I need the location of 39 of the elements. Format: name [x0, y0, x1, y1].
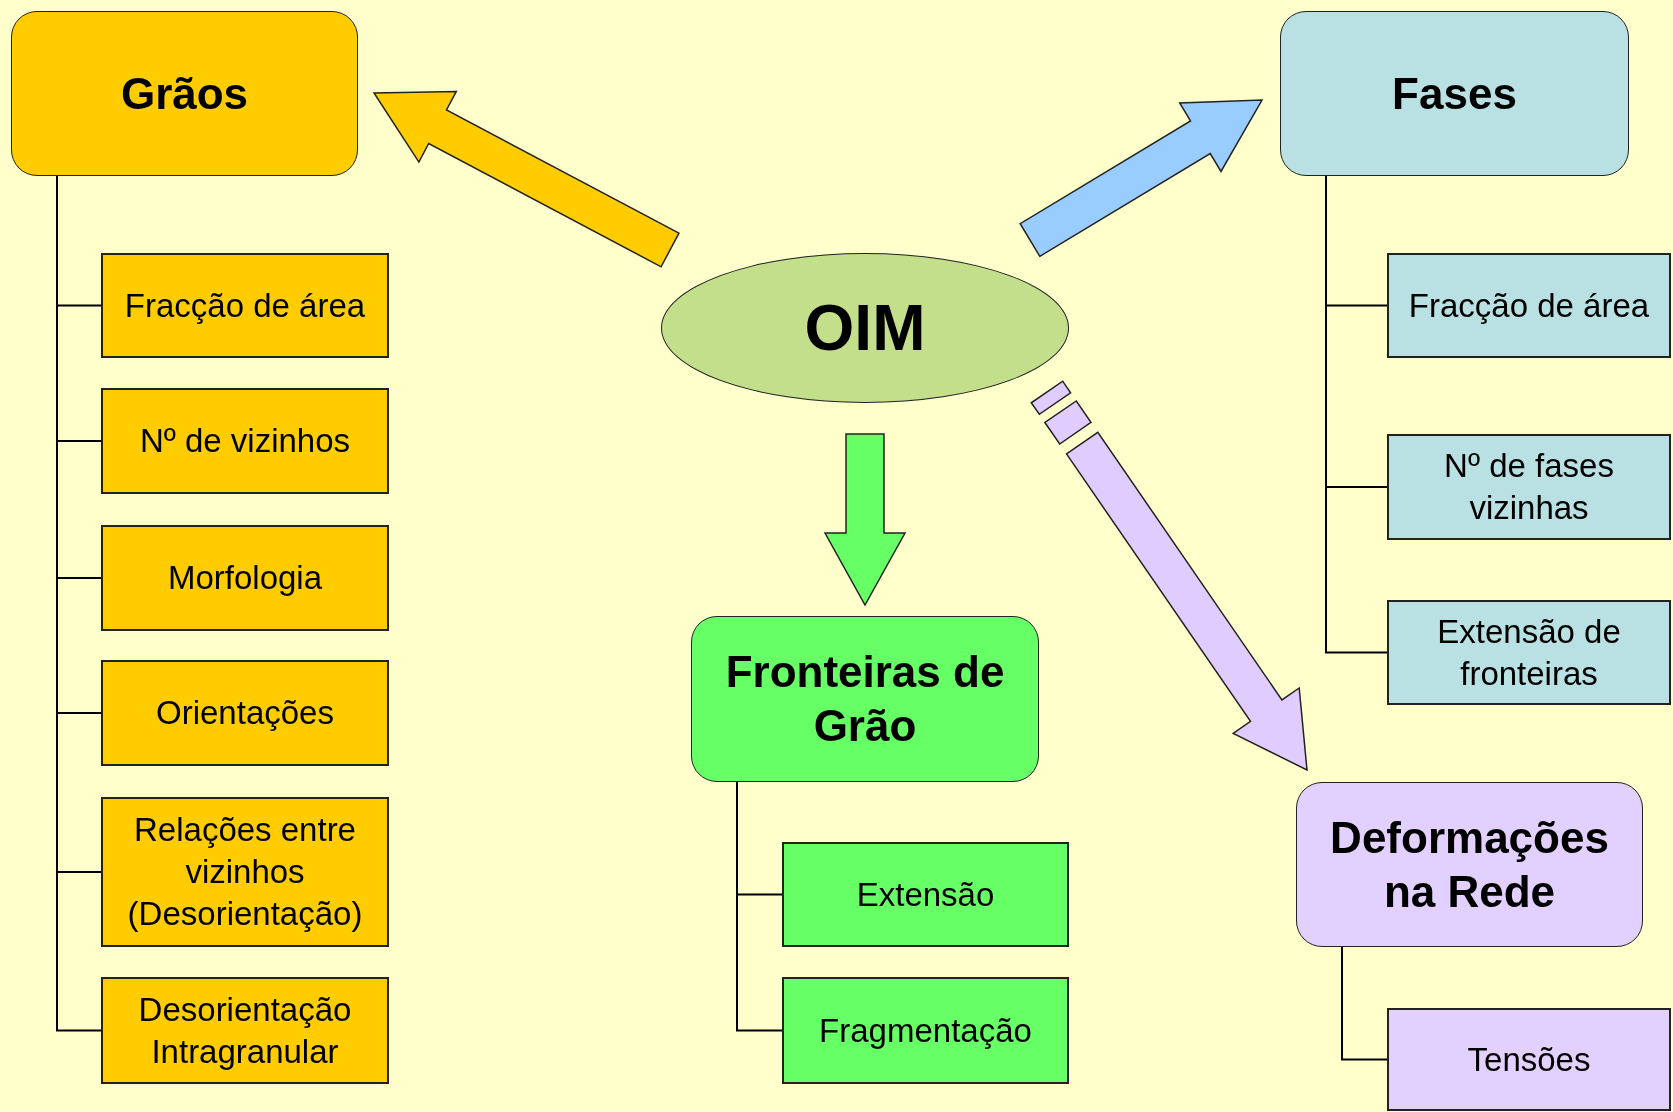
- node-label: Nº de fases vizinhas: [1443, 446, 1615, 528]
- item-box: [1387, 434, 1671, 540]
- node-label: Grãos: [120, 67, 249, 120]
- heading-box: [11, 11, 358, 176]
- connector-line: [736, 781, 783, 1032]
- block-arrow: [823, 433, 907, 607]
- node-label: Nº de vizinhos: [139, 421, 351, 462]
- node-label: Fracção de área: [1408, 285, 1650, 326]
- item-box: [101, 253, 389, 358]
- node-label: Extensão de fronteiras: [1436, 611, 1622, 694]
- heading-box: [691, 616, 1039, 782]
- node-label: Extensão: [856, 874, 995, 915]
- item-box: [101, 660, 389, 766]
- node-label: Orientações: [156, 693, 334, 734]
- heading-box: [1296, 782, 1643, 947]
- item-box: [1387, 253, 1671, 358]
- node-label: Tensões: [1467, 1039, 1591, 1080]
- item-box: [101, 388, 389, 494]
- node-label: OIM: [804, 290, 926, 366]
- item-box: [101, 797, 389, 947]
- node-label: Morfologia: [167, 558, 323, 599]
- connector-line: [1341, 946, 1388, 1061]
- node-label: Fronteiras de Grão: [724, 646, 1006, 752]
- block-arrow: [372, 90, 680, 268]
- item-box: [101, 525, 389, 631]
- item-box: [1387, 1008, 1671, 1111]
- item-box: [101, 977, 389, 1084]
- node-label: Fases: [1392, 67, 1517, 120]
- block-arrow: [1030, 380, 1308, 772]
- node-label: Fragmentação: [819, 1010, 1032, 1051]
- node-label: Relações entre vizinhos (Desorientação): [126, 810, 364, 934]
- item-box: [782, 842, 1069, 947]
- item-box: [782, 977, 1069, 1084]
- node-label: Desorientação Intragranular: [137, 989, 353, 1072]
- node-label: Deformações na Rede: [1329, 811, 1610, 918]
- block-arrow: [1019, 99, 1264, 258]
- heading-box: [1280, 11, 1629, 176]
- node-label: Fracção de área: [124, 285, 366, 326]
- item-box: [1387, 600, 1671, 705]
